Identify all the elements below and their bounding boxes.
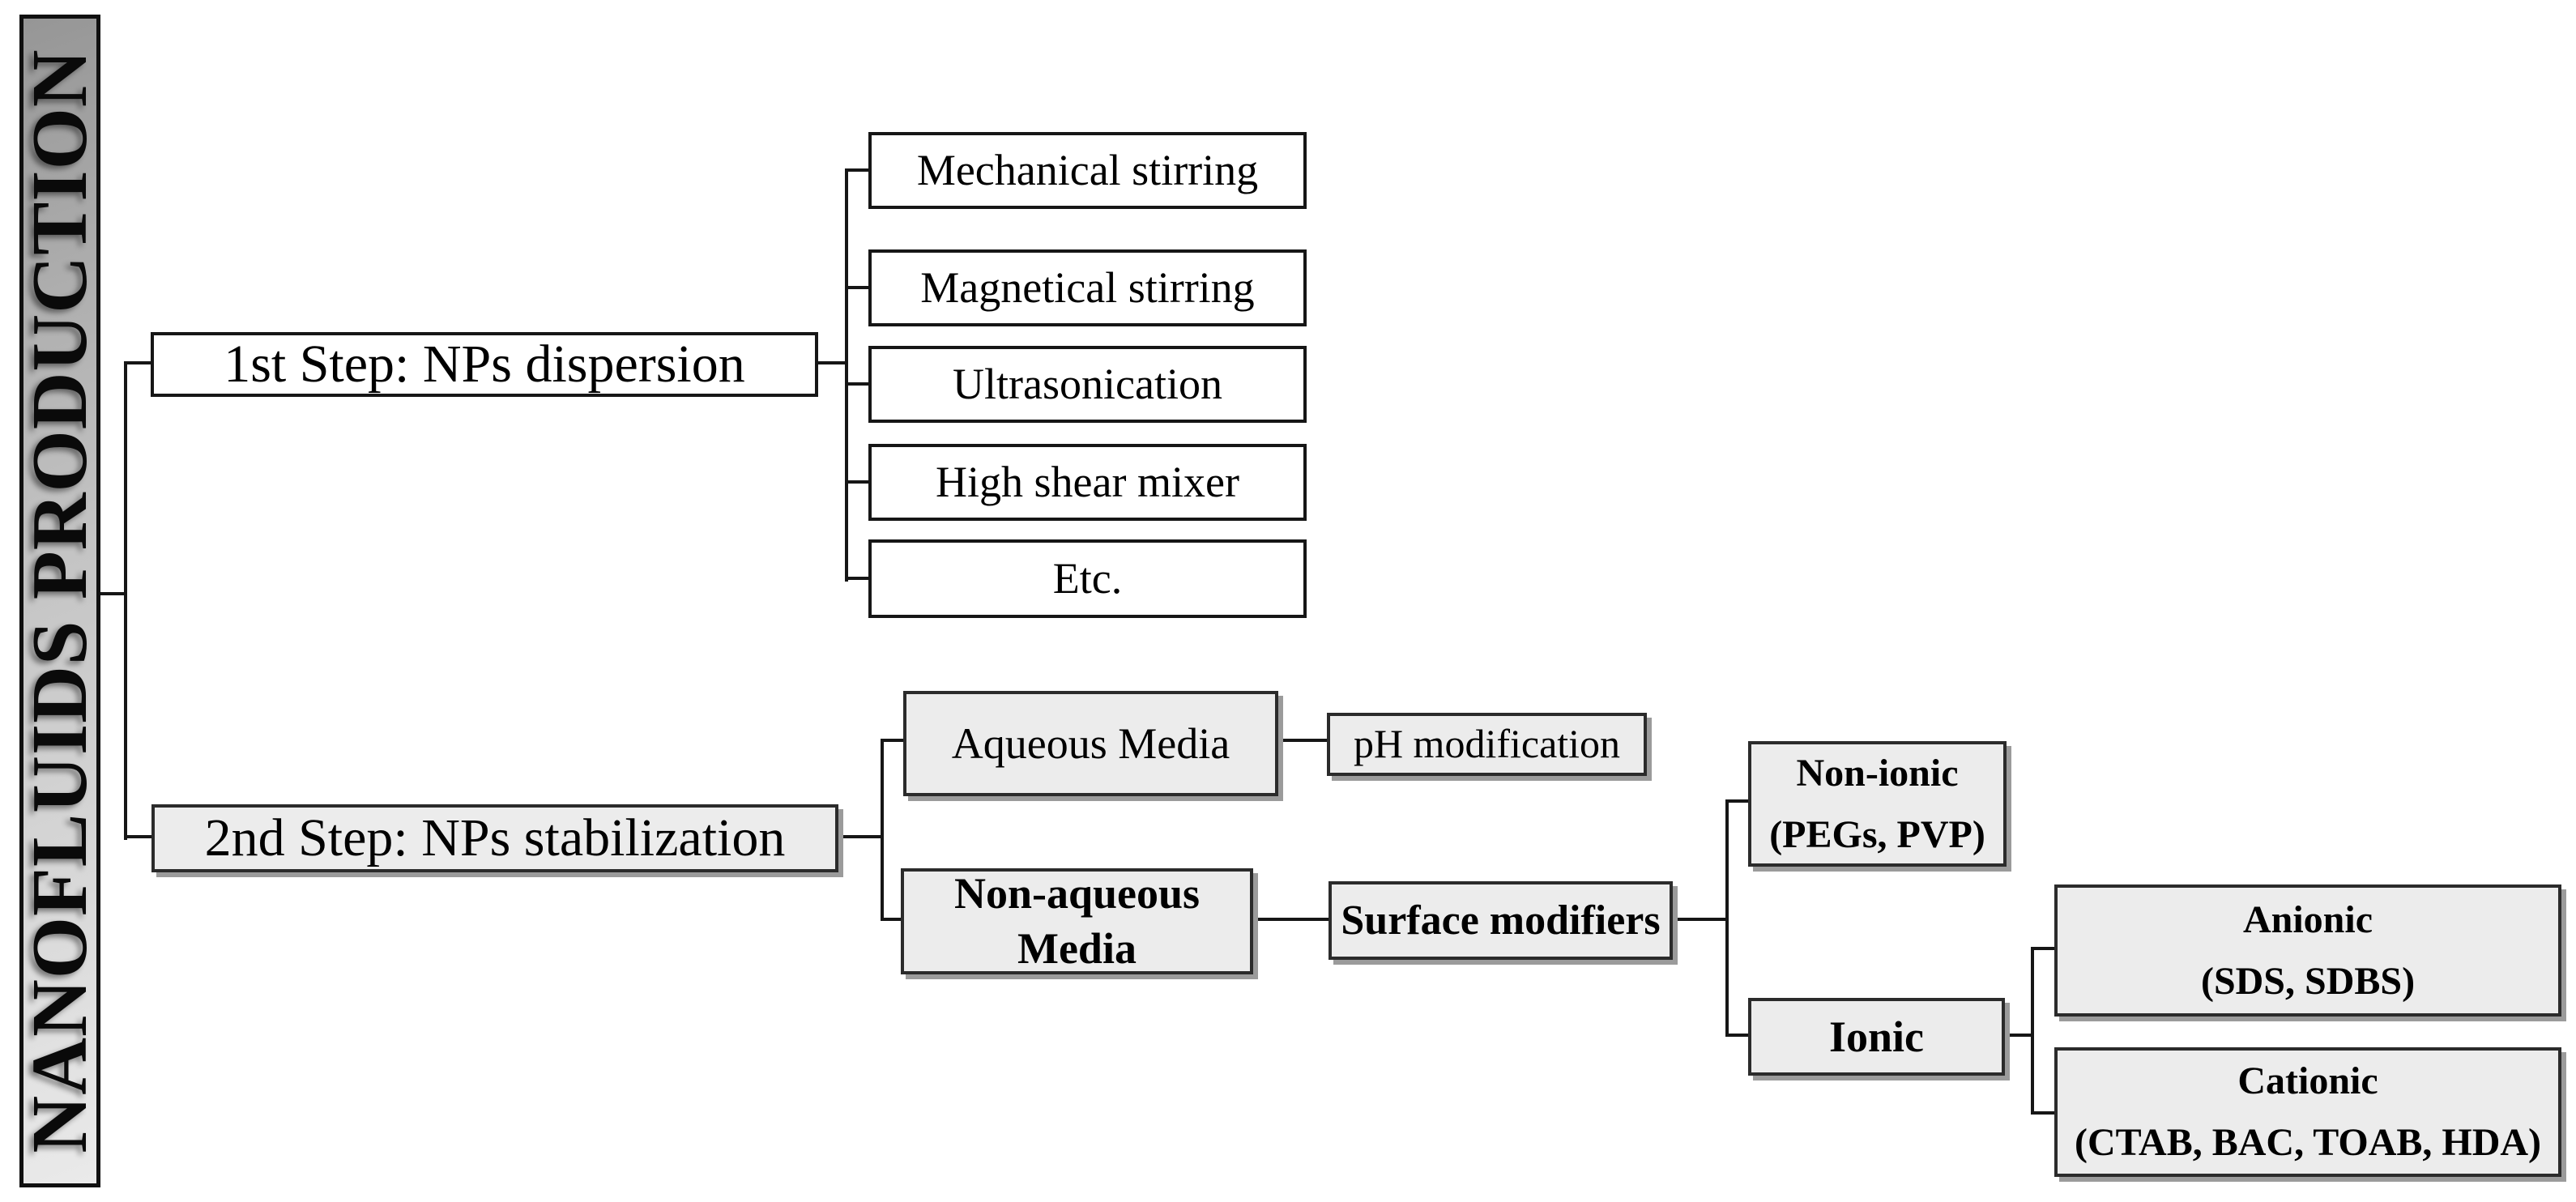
node-step1-label: 1st Step: NPs dispersion xyxy=(224,335,745,394)
node-cationic: Cationic (CTAB, BAC, TOAB, HDA) xyxy=(2054,1047,2561,1177)
node-anionic-title: Anionic xyxy=(2242,897,2373,941)
node-mechanical-stirring: Mechanical stirring xyxy=(868,132,1307,209)
connector-media-trunk xyxy=(881,739,884,921)
node-surface-modifiers: Surface modifiers xyxy=(1329,881,1673,960)
node-step1: 1st Step: NPs dispersion xyxy=(151,332,818,397)
connector-aqueous-ph xyxy=(1278,739,1330,742)
connector-nonaqueous-stub xyxy=(881,918,904,921)
node-step2-label: 2nd Step: NPs stabilization xyxy=(204,808,786,868)
connector-nonionic-stub xyxy=(1725,799,1751,803)
connector-step2-out xyxy=(838,835,884,838)
root-bar: NANOFLUIDS PRODUCTION xyxy=(16,15,104,1187)
connector-mechanical-stub xyxy=(845,168,872,172)
connector-aqueous-stub xyxy=(881,739,906,742)
connector-etc-stub xyxy=(845,577,872,580)
node-magnetical-stirring-label: Magnetical stirring xyxy=(920,263,1255,313)
node-cationic-title: Cationic xyxy=(2237,1059,2378,1103)
node-ultrasonication-label: Ultrasonication xyxy=(953,360,1222,409)
connector-root-out xyxy=(100,592,126,595)
connector-magnetical-stub xyxy=(845,286,872,289)
node-step2: 2nd Step: NPs stabilization xyxy=(151,804,838,872)
connector-ionic-trunk xyxy=(1725,799,1729,1037)
root-bar-label: NANOFLUIDS PRODUCTION xyxy=(16,49,104,1153)
node-ph-modification: pH modification xyxy=(1327,713,1647,776)
connector-step1-out xyxy=(818,361,848,364)
node-etc: Etc. xyxy=(868,539,1307,618)
node-high-shear-mixer-label: High shear mixer xyxy=(936,458,1239,507)
connector-ionic-out xyxy=(2005,1034,2034,1037)
node-magnetical-stirring: Magnetical stirring xyxy=(868,249,1307,326)
node-etc-label: Etc. xyxy=(1052,554,1123,603)
node-ionic: Ionic xyxy=(1748,998,2005,1076)
node-non-aqueous-media-label: Non-aqueous Media xyxy=(953,869,1201,973)
connector-dispersion-trunk xyxy=(845,168,848,582)
node-surface-modifiers-label: Surface modifiers xyxy=(1341,897,1661,944)
connector-highshear-stub xyxy=(845,480,872,484)
node-anionic: Anionic (SDS, SDBS) xyxy=(2054,884,2561,1017)
connector-nonaqueous-surface xyxy=(1253,918,1332,921)
connector-ionic-types-trunk xyxy=(2031,947,2034,1115)
node-non-ionic: Non-ionic (PEGs, PVP) xyxy=(1748,741,2007,867)
connector-cationic-stub xyxy=(2031,1111,2058,1115)
connector-step1-stub xyxy=(124,361,154,364)
connector-ionic-stub xyxy=(1725,1034,1751,1037)
node-aqueous-media: Aqueous Media xyxy=(903,691,1278,796)
node-non-ionic-examples: (PEGs, PVP) xyxy=(1769,812,1985,856)
node-aqueous-media-label: Aqueous Media xyxy=(951,718,1230,768)
node-non-aqueous-media: Non-aqueous Media xyxy=(901,868,1253,974)
node-anionic-examples: (SDS, SDBS) xyxy=(2200,959,2416,1003)
node-high-shear-mixer: High shear mixer xyxy=(868,444,1307,521)
node-ultrasonication: Ultrasonication xyxy=(868,346,1307,423)
node-ionic-title: Ionic xyxy=(1828,1012,1925,1061)
connector-step2-stub xyxy=(124,835,155,838)
node-non-ionic-title: Non-ionic xyxy=(1796,751,1959,795)
connector-anionic-stub xyxy=(2031,947,2058,950)
connector-ultrasonication-stub xyxy=(845,382,872,386)
node-mechanical-stirring-label: Mechanical stirring xyxy=(916,146,1259,195)
connector-surface-out xyxy=(1673,918,1729,921)
node-ph-modification-label: pH modification xyxy=(1353,721,1621,767)
node-cationic-examples: (CTAB, BAC, TOAB, HDA) xyxy=(2074,1121,2542,1164)
connector-root-trunk xyxy=(124,361,127,840)
